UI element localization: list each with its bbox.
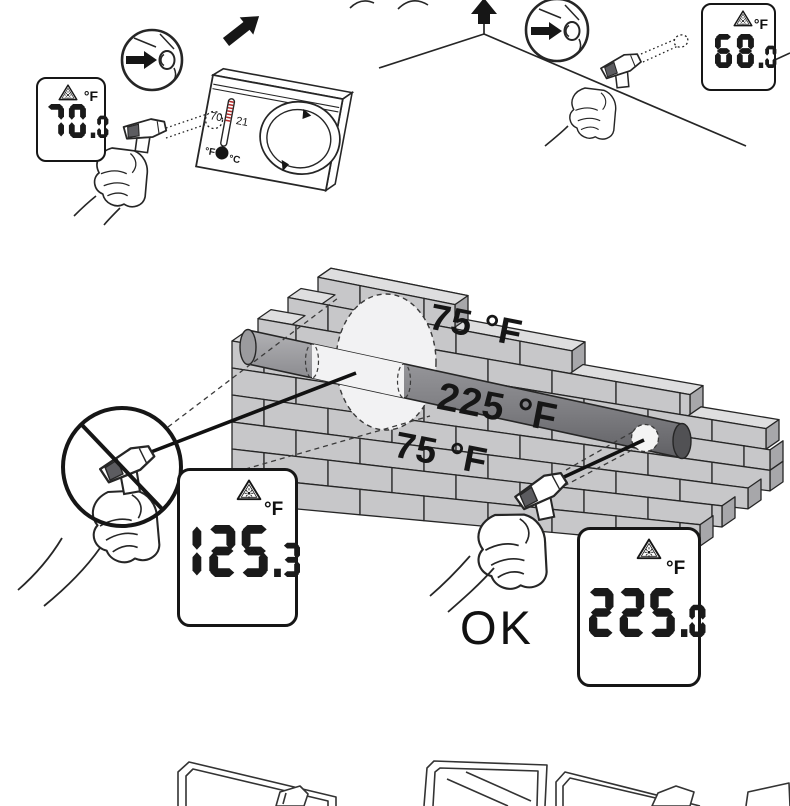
scene-thermostat-measure: 70 21 °F °C	[73, 16, 355, 226]
far-measurement	[17, 297, 431, 607]
thermometer-ticks	[225, 100, 234, 122]
arrow-up-icon	[471, 0, 497, 24]
near-measurement	[429, 429, 645, 613]
thermostat-c-value: 21	[235, 115, 249, 129]
field-of-view-cone	[563, 429, 637, 487]
lcd-display-corner: °F	[701, 3, 777, 91]
pipe-bright-spot	[312, 343, 404, 398]
lcd-unit: °F	[753, 16, 768, 32]
laser-warning-icon	[236, 479, 262, 501]
arm	[544, 125, 569, 147]
lcd-display-far-reading: °F	[177, 468, 300, 627]
window-frames-partial	[177, 760, 790, 806]
lcd-unit: °F	[83, 88, 98, 104]
thermometer-bulb	[215, 146, 229, 160]
ok-label: OK	[460, 601, 534, 654]
lcd-value	[47, 104, 113, 143]
dotted-measure-spot	[673, 34, 689, 48]
laser-beam-line	[150, 371, 357, 454]
laser-beam-line	[563, 438, 645, 479]
magnifier-circle-icon	[524, 0, 590, 63]
thermostat-f-unit: °F	[204, 146, 216, 159]
laser-beam-dotted	[165, 110, 224, 139]
dotted-measure-spot	[204, 110, 224, 130]
laser-warning-icon	[58, 84, 78, 101]
lcd-display-near-reading: °F	[577, 527, 706, 687]
thermostat-c-unit: °C	[228, 153, 241, 166]
lcd-value	[715, 34, 781, 73]
magnifier-circle-icon	[120, 28, 184, 92]
ir-thermometer-gun	[122, 116, 170, 156]
laser-beam-dotted	[640, 34, 689, 63]
lcd-value	[191, 525, 305, 582]
lcd-display-thermostat: °F	[36, 77, 109, 162]
arrow-up-right-icon	[222, 16, 260, 46]
arm	[17, 537, 101, 607]
arm	[73, 195, 121, 226]
lcd-unit: °F	[666, 558, 686, 579]
small-measure-spot	[630, 423, 660, 453]
lcd-unit: °F	[264, 499, 284, 520]
laser-warning-icon	[733, 10, 753, 27]
prohibition-slash-icon	[79, 422, 166, 513]
field-of-view-cone	[167, 297, 431, 490]
thermostat-dial	[259, 100, 341, 175]
scene-corner-measure	[378, 0, 747, 147]
arm	[429, 555, 495, 613]
hand	[569, 87, 617, 140]
lcd-value	[589, 588, 711, 642]
pipe	[239, 328, 692, 460]
laser-warning-icon	[636, 538, 662, 560]
thermostat: 70 21 °F °C	[195, 67, 355, 193]
prohibition-circle	[61, 406, 183, 528]
